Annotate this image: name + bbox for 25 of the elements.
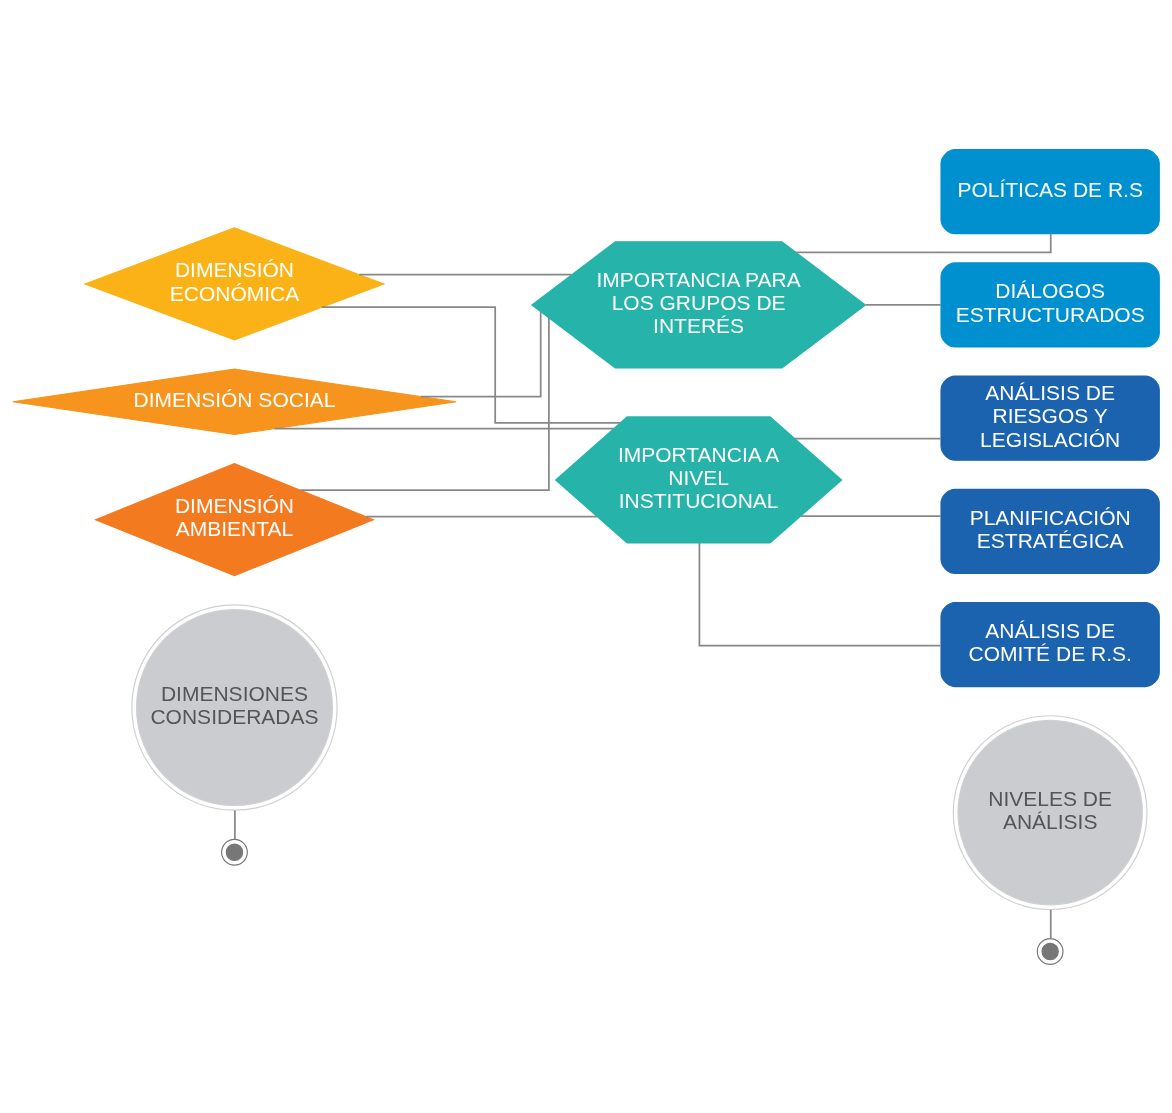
- connector: [864, 303, 942, 306]
- connector: [320, 305, 621, 424]
- connector: [299, 316, 550, 491]
- connector: [358, 273, 573, 275]
- connector: [234, 809, 236, 840]
- connector: [365, 515, 598, 517]
- node-circle: DIMENSIONES CONSIDERADAS: [131, 603, 338, 811]
- node-box: PLANIFICACIÓN ESTRATÉGICA: [940, 488, 1160, 574]
- connector: [793, 437, 942, 439]
- node-circle: [1036, 937, 1064, 965]
- node-diamond: DIMENSIÓN SOCIAL: [12, 368, 457, 435]
- node-box: DIÁLOGOS ESTRUCTURADOS: [940, 261, 1160, 347]
- node-box: ANÁLISIS DE RIESGOS Y LEGISLACIÓN: [940, 375, 1160, 461]
- connector: [799, 514, 942, 517]
- connector: [698, 541, 942, 647]
- connector: [795, 232, 1052, 253]
- node-diamond: DIMENSIÓN ECONÓMICA: [83, 226, 386, 341]
- connector: [273, 427, 615, 429]
- node-box: ANÁLISIS DE COMITÉ DE R.S.: [940, 601, 1160, 687]
- node-circle: NIVELES DE ANÁLISIS: [952, 714, 1148, 910]
- connector: [420, 310, 542, 397]
- node-circle: [221, 838, 248, 866]
- connector: [1049, 908, 1052, 939]
- node-diamond: DIMENSIÓN AMBIENTAL: [94, 462, 375, 576]
- node-box: POLÍTICAS DE R.S: [940, 148, 1160, 234]
